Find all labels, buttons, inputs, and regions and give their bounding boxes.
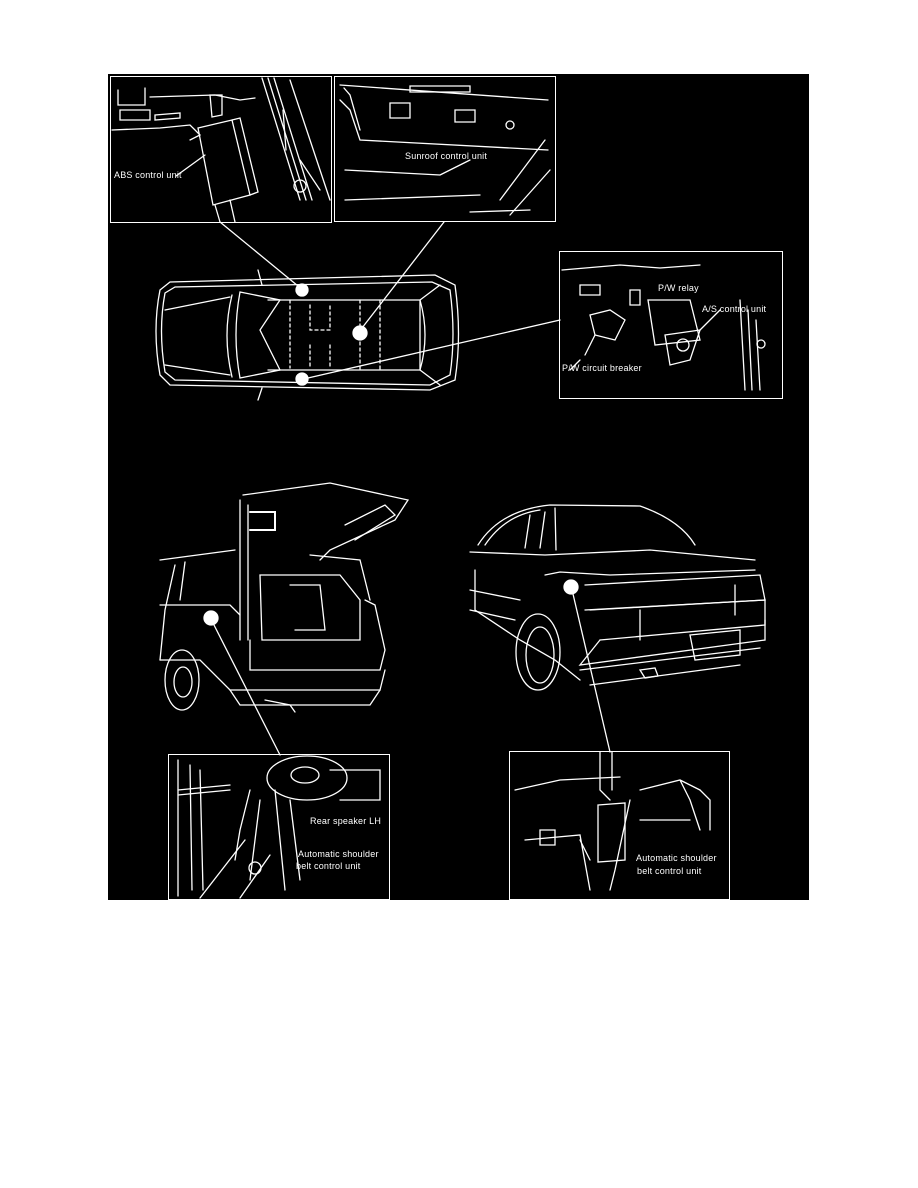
sedan-rear-view [469, 504, 766, 691]
inset-sedan-shoulder-belt [509, 751, 730, 900]
inset-sunroof-control-unit [334, 76, 556, 222]
leader-sedan [572, 593, 611, 753]
leader-wagon [213, 624, 281, 756]
label-rear-speaker-lh: Rear speaker LH [310, 816, 382, 826]
label-wagon-belt-line1: Automatic shoulder [298, 849, 379, 859]
label-abs-control-unit: ABS control unit [114, 170, 182, 180]
sedan-inset-drawing [514, 751, 711, 891]
label-wagon-belt-line2: belt control unit [296, 861, 361, 871]
label-pw-circuit-breaker: P/W circuit breaker [562, 363, 642, 373]
leader-abs [219, 221, 299, 287]
leader-power-window [307, 319, 561, 379]
top-view-car [155, 269, 460, 401]
power-window-inset-drawing [561, 264, 766, 391]
diagram-panel [108, 74, 809, 900]
inset-wagon-shoulder-belt [168, 754, 390, 900]
station-wagon-rear-view [159, 482, 410, 713]
label-sedan-belt-line2: belt control unit [637, 866, 702, 876]
leader-sunroof [361, 221, 445, 329]
label-sedan-belt-line1: Automatic shoulder [636, 853, 717, 863]
label-pw-relay: P/W relay [658, 283, 699, 293]
sunroof-inset-drawing [339, 84, 551, 216]
label-sunroof-control-unit: Sunroof control unit [405, 151, 488, 161]
label-as-control-unit: A/S control unit [702, 304, 767, 314]
inset-power-window [559, 251, 783, 399]
abs-inset-drawing [111, 77, 331, 223]
wagon-inset-drawing [177, 755, 381, 899]
